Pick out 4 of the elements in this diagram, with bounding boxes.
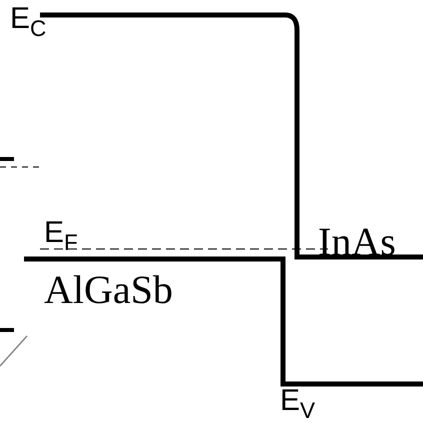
band-edge-label: E$_{C}$ <box>10 4 46 40</box>
fermi-level-label: E$_{F}$ <box>44 218 78 254</box>
band-edge-label: E$_{V}$ <box>280 386 316 422</box>
material-label: AlGaSb <box>44 270 173 310</box>
